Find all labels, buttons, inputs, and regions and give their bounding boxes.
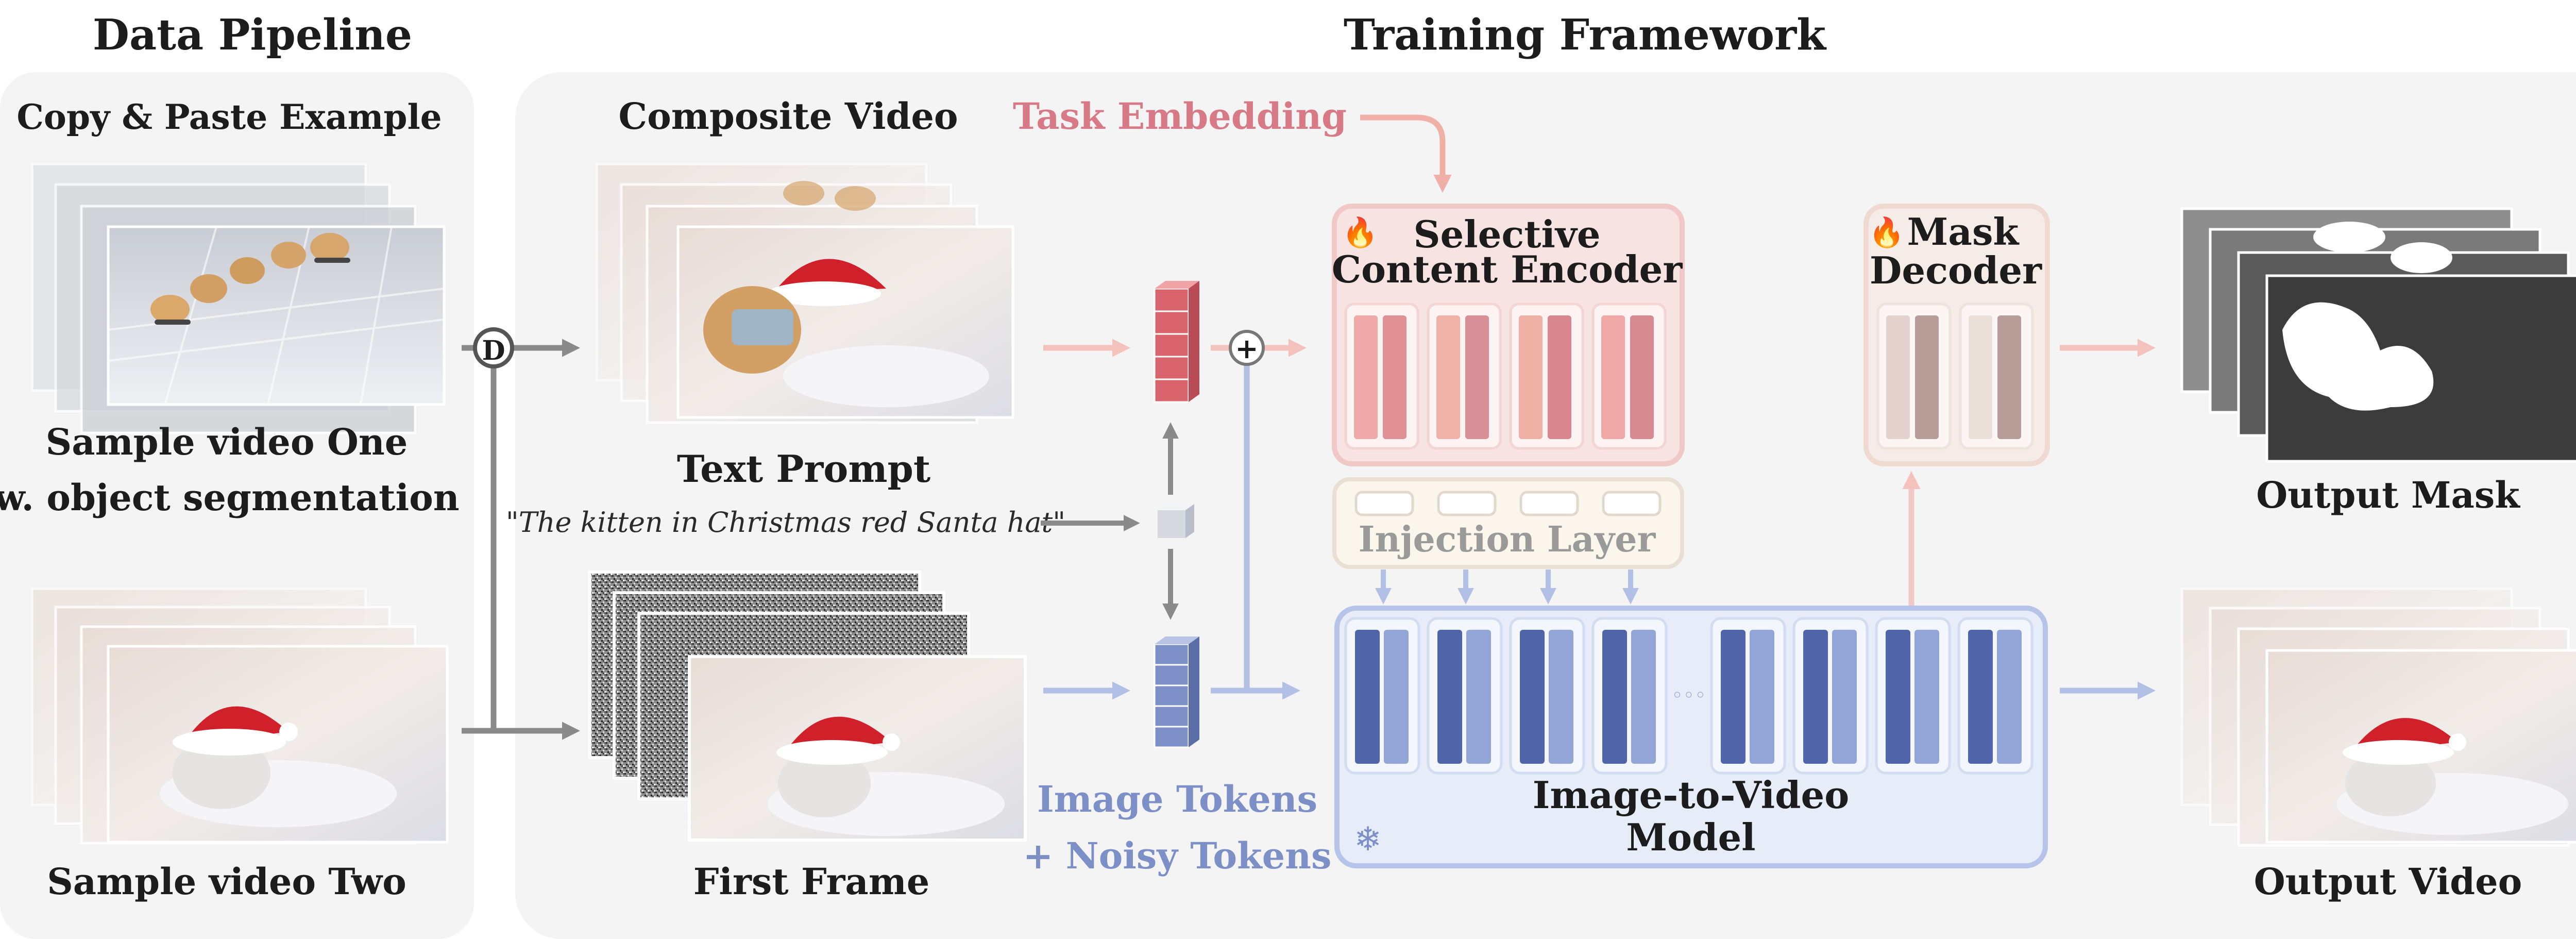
text-prompt-label: Text Prompt xyxy=(677,447,930,491)
mask-decoder xyxy=(1863,204,2050,466)
model-ellipsis: ◦◦◦ xyxy=(1671,683,1706,707)
merge-operator xyxy=(473,327,514,368)
injection-layer xyxy=(1332,477,1684,569)
first-frame-image xyxy=(688,655,1027,842)
dog-on-skateboard-sequence xyxy=(150,233,350,325)
composite-video-label: Composite Video xyxy=(618,95,958,138)
copy-paste-label: Copy & Paste Example xyxy=(16,97,442,137)
decoder-fire-icon: 🔥 xyxy=(1869,216,1905,249)
text-prompt-value: "The kitten in Christmas red Santa hat" xyxy=(506,506,1065,539)
model-blocks xyxy=(1344,617,2033,775)
sample-video-one-stack xyxy=(30,162,446,434)
snowflake-icon: ❄ xyxy=(1354,821,1382,858)
image-tokens-label-line2: + Noisy Tokens xyxy=(1023,834,1332,877)
image-to-video-model xyxy=(1334,606,2048,868)
encoder-blocks xyxy=(1344,303,1667,450)
composite-token-column xyxy=(1154,281,1199,403)
add-operator-label: + xyxy=(1235,332,1258,365)
selective-content-encoder xyxy=(1332,204,1685,466)
training-framework-title: Training Framework xyxy=(1344,10,1827,60)
kitten-with-santa-hat xyxy=(160,706,397,827)
task-embedding-label: Task Embedding xyxy=(1013,95,1347,138)
model-title-line1: Image-to-Video xyxy=(1533,773,1850,817)
model-title-line2: Model xyxy=(1626,815,1755,859)
encoder-title-line1: Selective xyxy=(1413,212,1600,256)
composite-video-stack xyxy=(595,162,1014,424)
output-video-stack xyxy=(2180,587,2576,847)
decoder-title-line1: Mask xyxy=(1907,210,2020,254)
merge-operator-label: D xyxy=(482,335,505,366)
output-mask-label: Output Mask xyxy=(2256,474,2520,516)
task-embedding-arrow xyxy=(1360,114,1452,193)
fire-icon: 🔥 xyxy=(1342,216,1378,249)
image-token-column xyxy=(1154,636,1199,748)
sample-two-label: Sample video Two xyxy=(47,860,406,903)
image-tokens-label-line1: Image Tokens xyxy=(1037,778,1317,820)
add-operator xyxy=(1229,330,1265,366)
sample-one-label-line1: Sample video One xyxy=(46,421,408,463)
sample-one-label-line2: w. object segmentation xyxy=(0,476,460,519)
first-frame-label: First Frame xyxy=(693,860,930,903)
text-token-cube xyxy=(1158,504,1194,538)
injection-layer-label: Injection Layer xyxy=(1359,519,1656,560)
injection-to-model-arrows xyxy=(1375,569,1639,605)
encoder-title-line2: Content Encoder xyxy=(1332,247,1683,291)
data-pipeline-title: Data Pipeline xyxy=(93,10,412,60)
output-video-label: Output Video xyxy=(2254,860,2522,903)
decoder-title-line2: Decoder xyxy=(1870,248,2042,292)
output-mask-stack xyxy=(2180,207,2576,463)
